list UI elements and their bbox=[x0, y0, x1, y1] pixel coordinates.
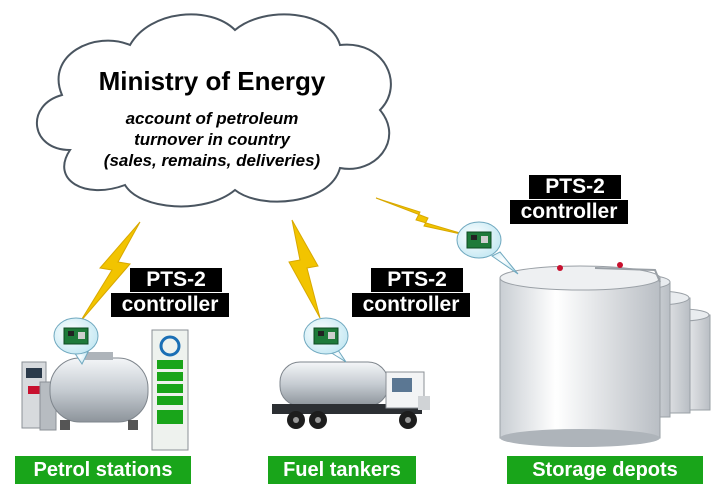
lightning-bolt-depots bbox=[375, 197, 471, 237]
petrol-station-image bbox=[21, 329, 189, 451]
controller-bubble-petrol bbox=[53, 317, 99, 365]
lightning-bolt-tankers bbox=[288, 219, 321, 319]
cloud-line-1: account of petroleum bbox=[125, 109, 299, 128]
cloud-title: Ministry of Energy bbox=[98, 66, 326, 96]
cloud-line-2: turnover in country bbox=[134, 130, 290, 149]
ministry-cloud bbox=[36, 13, 392, 208]
controller-tag-line1: PTS-2 bbox=[529, 175, 621, 199]
controller-bubble-tankers bbox=[303, 317, 349, 363]
cloud-line-3: (sales, remains, deliveries) bbox=[103, 151, 321, 170]
cloud-description: account of petroleum turnover in country… bbox=[62, 108, 362, 171]
controller-tag-line2: controller bbox=[510, 200, 628, 224]
storage-tanks-image bbox=[499, 262, 711, 447]
label-fuel-tankers: Fuel tankers bbox=[268, 456, 416, 484]
fuel-tanker-image bbox=[272, 361, 430, 429]
controller-tag-line2: controller bbox=[352, 293, 470, 317]
label-storage-depots: Storage depots bbox=[507, 456, 703, 484]
label-petrol-stations: Petrol stations bbox=[15, 456, 191, 484]
controller-tag-line1: PTS-2 bbox=[371, 268, 463, 292]
controller-tag-line2: controller bbox=[111, 293, 229, 317]
controller-tag-line1: PTS-2 bbox=[130, 268, 222, 292]
controller-bubble-depots bbox=[456, 221, 519, 275]
